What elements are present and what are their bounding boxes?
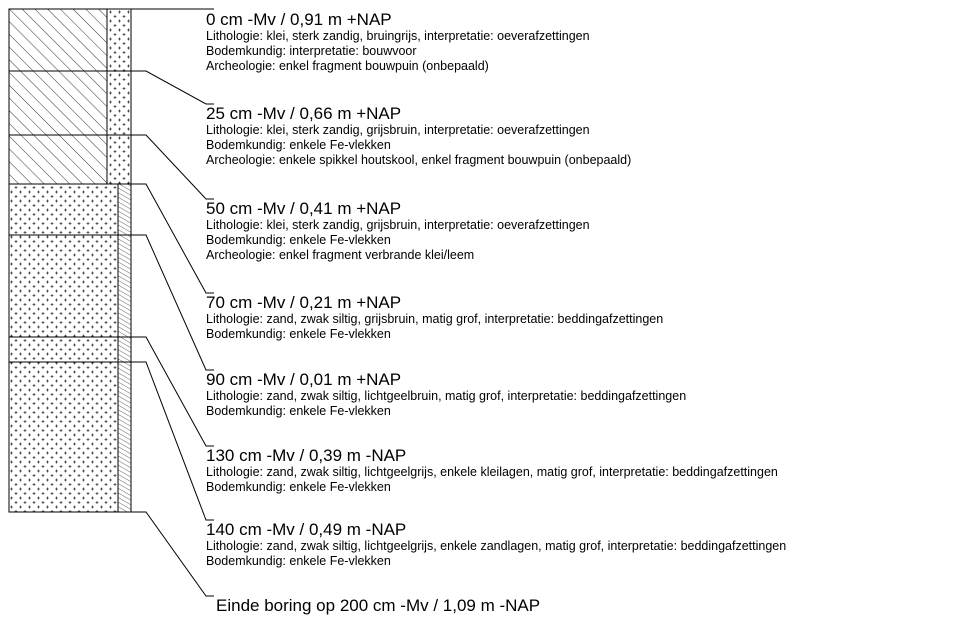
connector-line-1 <box>131 70 214 105</box>
layer-lithology-text: Lithologie: klei, sterk zandig, grijsbru… <box>206 218 590 232</box>
layer-depth-title: 90 cm -Mv / 0,01 m +NAP <box>206 370 402 389</box>
connector-line-6 <box>131 361 214 521</box>
layer-lithology-text: Lithologie: klei, sterk zandig, grijsbru… <box>206 123 590 137</box>
column-layer-main-1 <box>8 70 108 136</box>
layer-soil-text: Bodemkundig: enkele Fe-vlekken <box>206 233 391 247</box>
column-layer-side-0 <box>106 8 132 72</box>
connector-line-5 <box>131 336 214 447</box>
column-layer-main-5 <box>8 336 119 363</box>
layer-depth-title: 70 cm -Mv / 0,21 m +NAP <box>206 293 402 312</box>
connector-line-3 <box>131 183 214 294</box>
column-layer-main-0 <box>8 8 108 72</box>
layer-depth-title: 25 cm -Mv / 0,66 m +NAP <box>206 104 402 123</box>
layer-soil-text: Bodemkundig: enkele Fe-vlekken <box>206 554 391 568</box>
column-layer-side-3 <box>117 183 132 236</box>
layer-archaeology-text: Archeologie: enkel fragment verbrande kl… <box>206 248 475 262</box>
column-layer-main-2 <box>8 134 108 185</box>
layer-soil-text: Bodemkundig: interpretatie: bouwvoor <box>206 44 417 58</box>
connector-line-2 <box>131 134 214 200</box>
layer-lithology-text: Lithologie: zand, zwak siltig, lichtgeel… <box>206 465 778 479</box>
layer-lithology-text: Lithologie: zand, zwak siltig, lichtgeel… <box>206 389 687 403</box>
column-layer-side-6 <box>117 361 132 513</box>
connector-line-4 <box>131 234 214 371</box>
layer-block-2: 50 cm -Mv / 0,41 m +NAP Lithologie: klei… <box>206 199 590 263</box>
layer-block-3: 70 cm -Mv / 0,21 m +NAP Lithologie: zand… <box>206 293 663 342</box>
layer-block-5: 130 cm -Mv / 0,39 m -NAP Lithologie: zan… <box>206 446 778 495</box>
layer-depth-title: 0 cm -Mv / 0,91 m +NAP <box>206 10 392 29</box>
layer-depth-title: 130 cm -Mv / 0,39 m -NAP <box>206 446 407 465</box>
layer-archaeology-text: Archeologie: enkele spikkel houtskool, e… <box>206 153 632 167</box>
layer-soil-text: Bodemkundig: enkele Fe-vlekken <box>206 404 391 418</box>
layer-depth-title: 140 cm -Mv / 0,49 m -NAP <box>206 520 407 539</box>
column-layer-side-1 <box>106 70 132 136</box>
layer-lithology-text: Lithologie: zand, zwak siltig, lichtgeel… <box>206 539 787 553</box>
connector-line-7 <box>131 511 214 597</box>
layer-lithology-text: Lithologie: zand, zwak siltig, grijsbrui… <box>206 312 664 326</box>
boring-end-label: Einde boring op 200 cm -Mv / 1,09 m -NAP <box>216 596 541 615</box>
layer-soil-text: Bodemkundig: enkele Fe-vlekken <box>206 327 391 341</box>
column-layer-side-4 <box>117 234 132 338</box>
column-layer-side-5 <box>117 336 132 363</box>
column-layer-main-4 <box>8 234 119 338</box>
layer-block-0: 0 cm -Mv / 0,91 m +NAP Lithologie: klei,… <box>206 10 590 74</box>
layer-soil-text: Bodemkundig: enkele Fe-vlekken <box>206 138 391 152</box>
column-layer-side-2 <box>106 134 132 185</box>
column-layer-main-3 <box>8 183 119 236</box>
layer-archaeology-text: Archeologie: enkel fragment bouwpuin (on… <box>206 59 489 73</box>
layer-block-4: 90 cm -Mv / 0,01 m +NAP Lithologie: zand… <box>206 370 686 419</box>
layer-soil-text: Bodemkundig: enkele Fe-vlekken <box>206 480 391 494</box>
layer-lithology-text: Lithologie: klei, sterk zandig, bruingri… <box>206 29 590 43</box>
column-layer-main-6 <box>8 361 119 513</box>
layer-block-6: 140 cm -Mv / 0,49 m -NAP Lithologie: zan… <box>206 520 786 569</box>
layer-depth-title: 50 cm -Mv / 0,41 m +NAP <box>206 199 402 218</box>
layer-block-1: 25 cm -Mv / 0,66 m +NAP Lithologie: klei… <box>206 104 631 168</box>
